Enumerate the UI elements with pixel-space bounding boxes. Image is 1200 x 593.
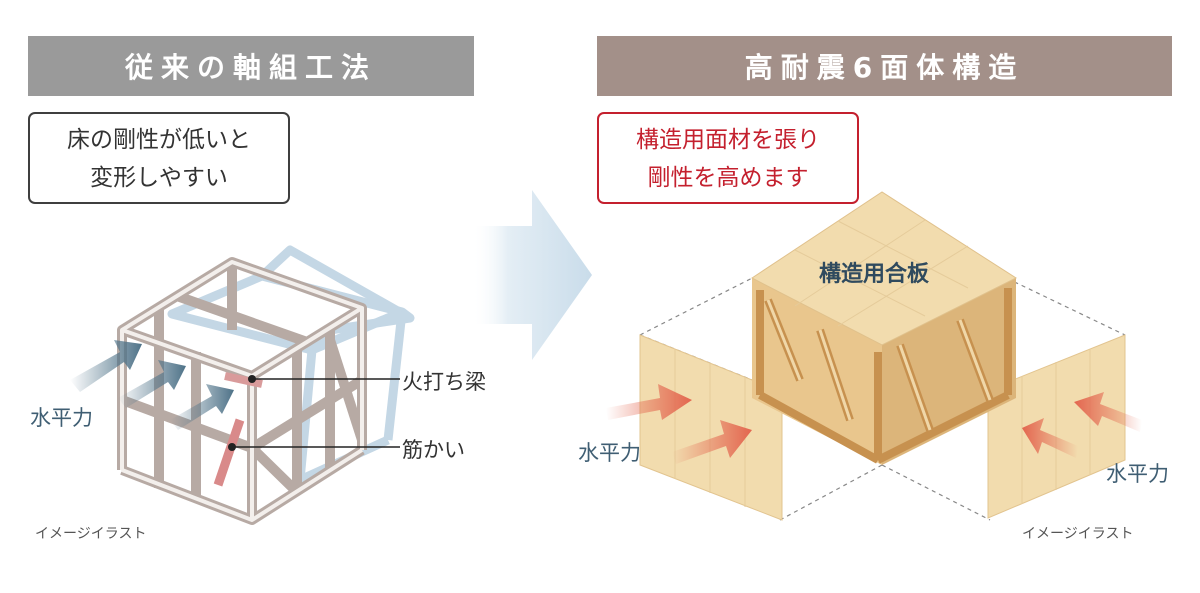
label-horizontal-force-right-left: 水平力 bbox=[578, 441, 641, 465]
label-horizontal-force-left-diagram: 水平力 bbox=[30, 406, 93, 430]
label-fire-beam: 火打ち梁 bbox=[402, 370, 486, 394]
transition-arrow bbox=[472, 190, 592, 360]
left-header: 従来の軸組工法 bbox=[28, 36, 474, 96]
left-note-box: 床の剛性が低いと 変形しやすい bbox=[28, 112, 290, 204]
traditional-frame-illustration bbox=[70, 245, 415, 525]
six-face-structure-illustration bbox=[606, 191, 1142, 521]
right-header: 高耐震6面体構造 bbox=[597, 36, 1172, 96]
label-horizontal-force-right-right: 水平力 bbox=[1106, 462, 1169, 486]
label-brace: 筋かい bbox=[402, 438, 465, 462]
label-structural-plywood: 構造用合板 bbox=[819, 262, 930, 287]
caption-right: イメージイラスト bbox=[1022, 526, 1134, 542]
right-note-box: 構造用面材を張り 剛性を高めます bbox=[597, 112, 859, 204]
caption-left: イメージイラスト bbox=[35, 526, 147, 542]
right-note-line-1: 構造用面材を張り bbox=[636, 127, 820, 153]
left-note-line-2: 変形しやすい bbox=[90, 165, 228, 191]
left-note-line-1: 床の剛性が低いと bbox=[67, 127, 251, 153]
right-note-line-2: 剛性を高めます bbox=[647, 165, 809, 191]
